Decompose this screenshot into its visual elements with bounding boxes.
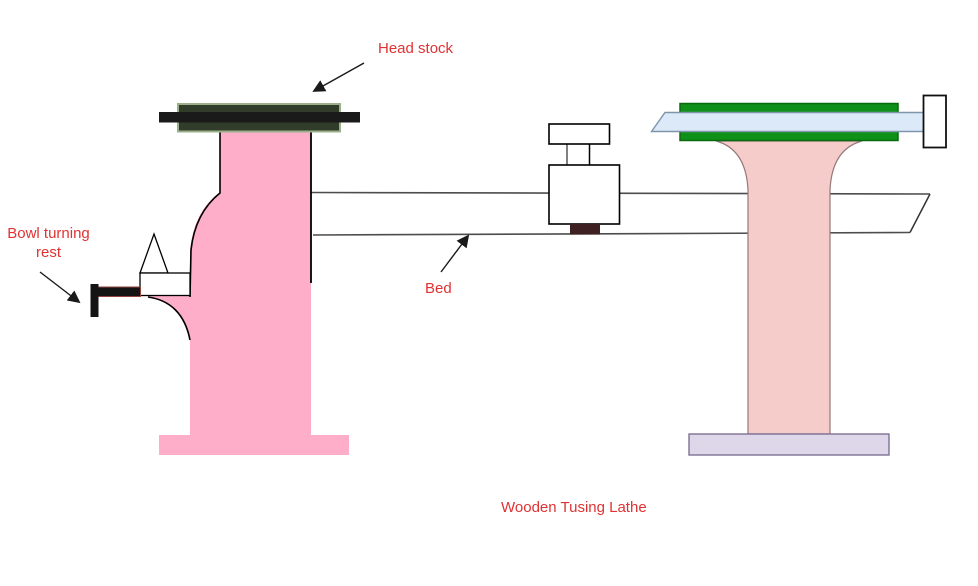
bowl-rest-arm-bar <box>97 286 141 297</box>
spindle-bar <box>159 112 360 123</box>
bed-label: Bed <box>425 280 452 297</box>
bowl-turning-rest-label: Bowl turning rest <box>7 225 90 261</box>
rest-clamp-triangle <box>139 232 169 274</box>
head-stock-arrow <box>312 62 365 92</box>
headstock-fillet-curve <box>147 296 191 341</box>
bed-arrow <box>440 234 470 273</box>
diagram-caption: Wooden Tusing Lathe <box>501 499 647 516</box>
rest-holder-box <box>139 272 191 297</box>
tool-post-body-block <box>548 164 621 225</box>
tailstock-base <box>688 433 890 456</box>
tailstock-end-handle <box>922 94 947 149</box>
tailstock-blade <box>650 111 925 133</box>
bed-end-slant-line <box>909 193 931 233</box>
bowl-rest-arrow <box>39 271 81 304</box>
tool-post-handle-block <box>548 123 611 145</box>
head-stock-label: Head stock <box>378 40 454 57</box>
bowl-rest-face-bar <box>90 284 99 317</box>
tool-post-foot <box>570 224 600 235</box>
tool-post-stem-fill <box>567 145 589 165</box>
headstock-left-edge-line <box>189 132 221 298</box>
tailstock-column <box>715 140 863 435</box>
headstock-body-shape <box>148 132 349 455</box>
bed-top-line <box>310 191 931 195</box>
